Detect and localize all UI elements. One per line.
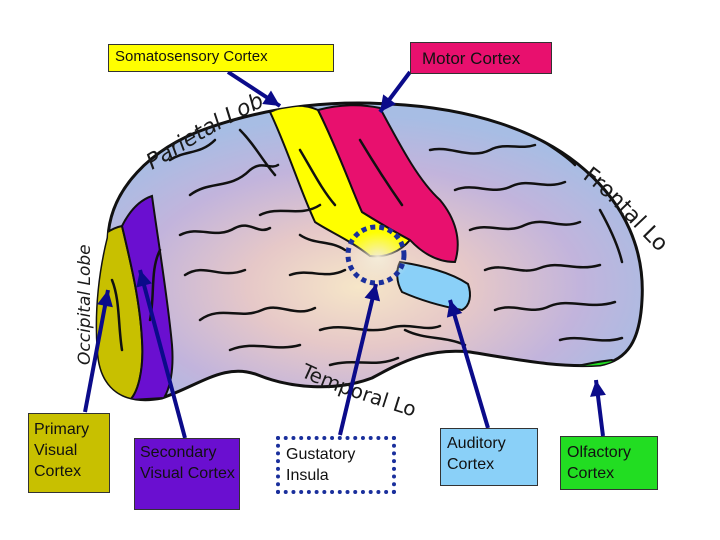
arrow-secondary-visual	[138, 269, 187, 439]
arrow-olfactory-head	[590, 380, 606, 397]
gustatory-insula-label: Gustatory Insula	[276, 436, 396, 494]
arrow-primary-visual-head	[97, 290, 113, 308]
gustatory-insula-marker	[345, 224, 407, 286]
arrow-motor-head	[380, 94, 396, 112]
somatosensory-cortex-label: Somatosensory Cortex	[108, 44, 334, 72]
arrow-somatosensory-head	[262, 90, 280, 106]
arrow-gustatory	[338, 283, 378, 436]
motor-cortex-label: Motor Cortex	[410, 42, 552, 74]
primary-visual-cortex-label: Primary Visual Cortex	[28, 413, 110, 493]
olfactory-cortex-label: Olfactory Cortex	[560, 436, 658, 490]
insula-highlight	[346, 232, 410, 284]
arrow-auditory	[448, 299, 490, 429]
arrow-gustatory-head	[364, 284, 381, 302]
occipital-lobe-label: Occipital Lobe	[75, 244, 95, 365]
arrow-secondary-visual-head	[136, 270, 152, 288]
arrow-primary-visual	[83, 289, 110, 413]
sulci-lines	[110, 128, 624, 367]
auditory-region	[396, 260, 471, 312]
arrow-auditory-head	[446, 300, 463, 318]
auditory-cortex-label: Auditory Cortex	[440, 428, 538, 486]
secondary-visual-cortex-label: Secondary Visual Cortex	[134, 438, 240, 510]
